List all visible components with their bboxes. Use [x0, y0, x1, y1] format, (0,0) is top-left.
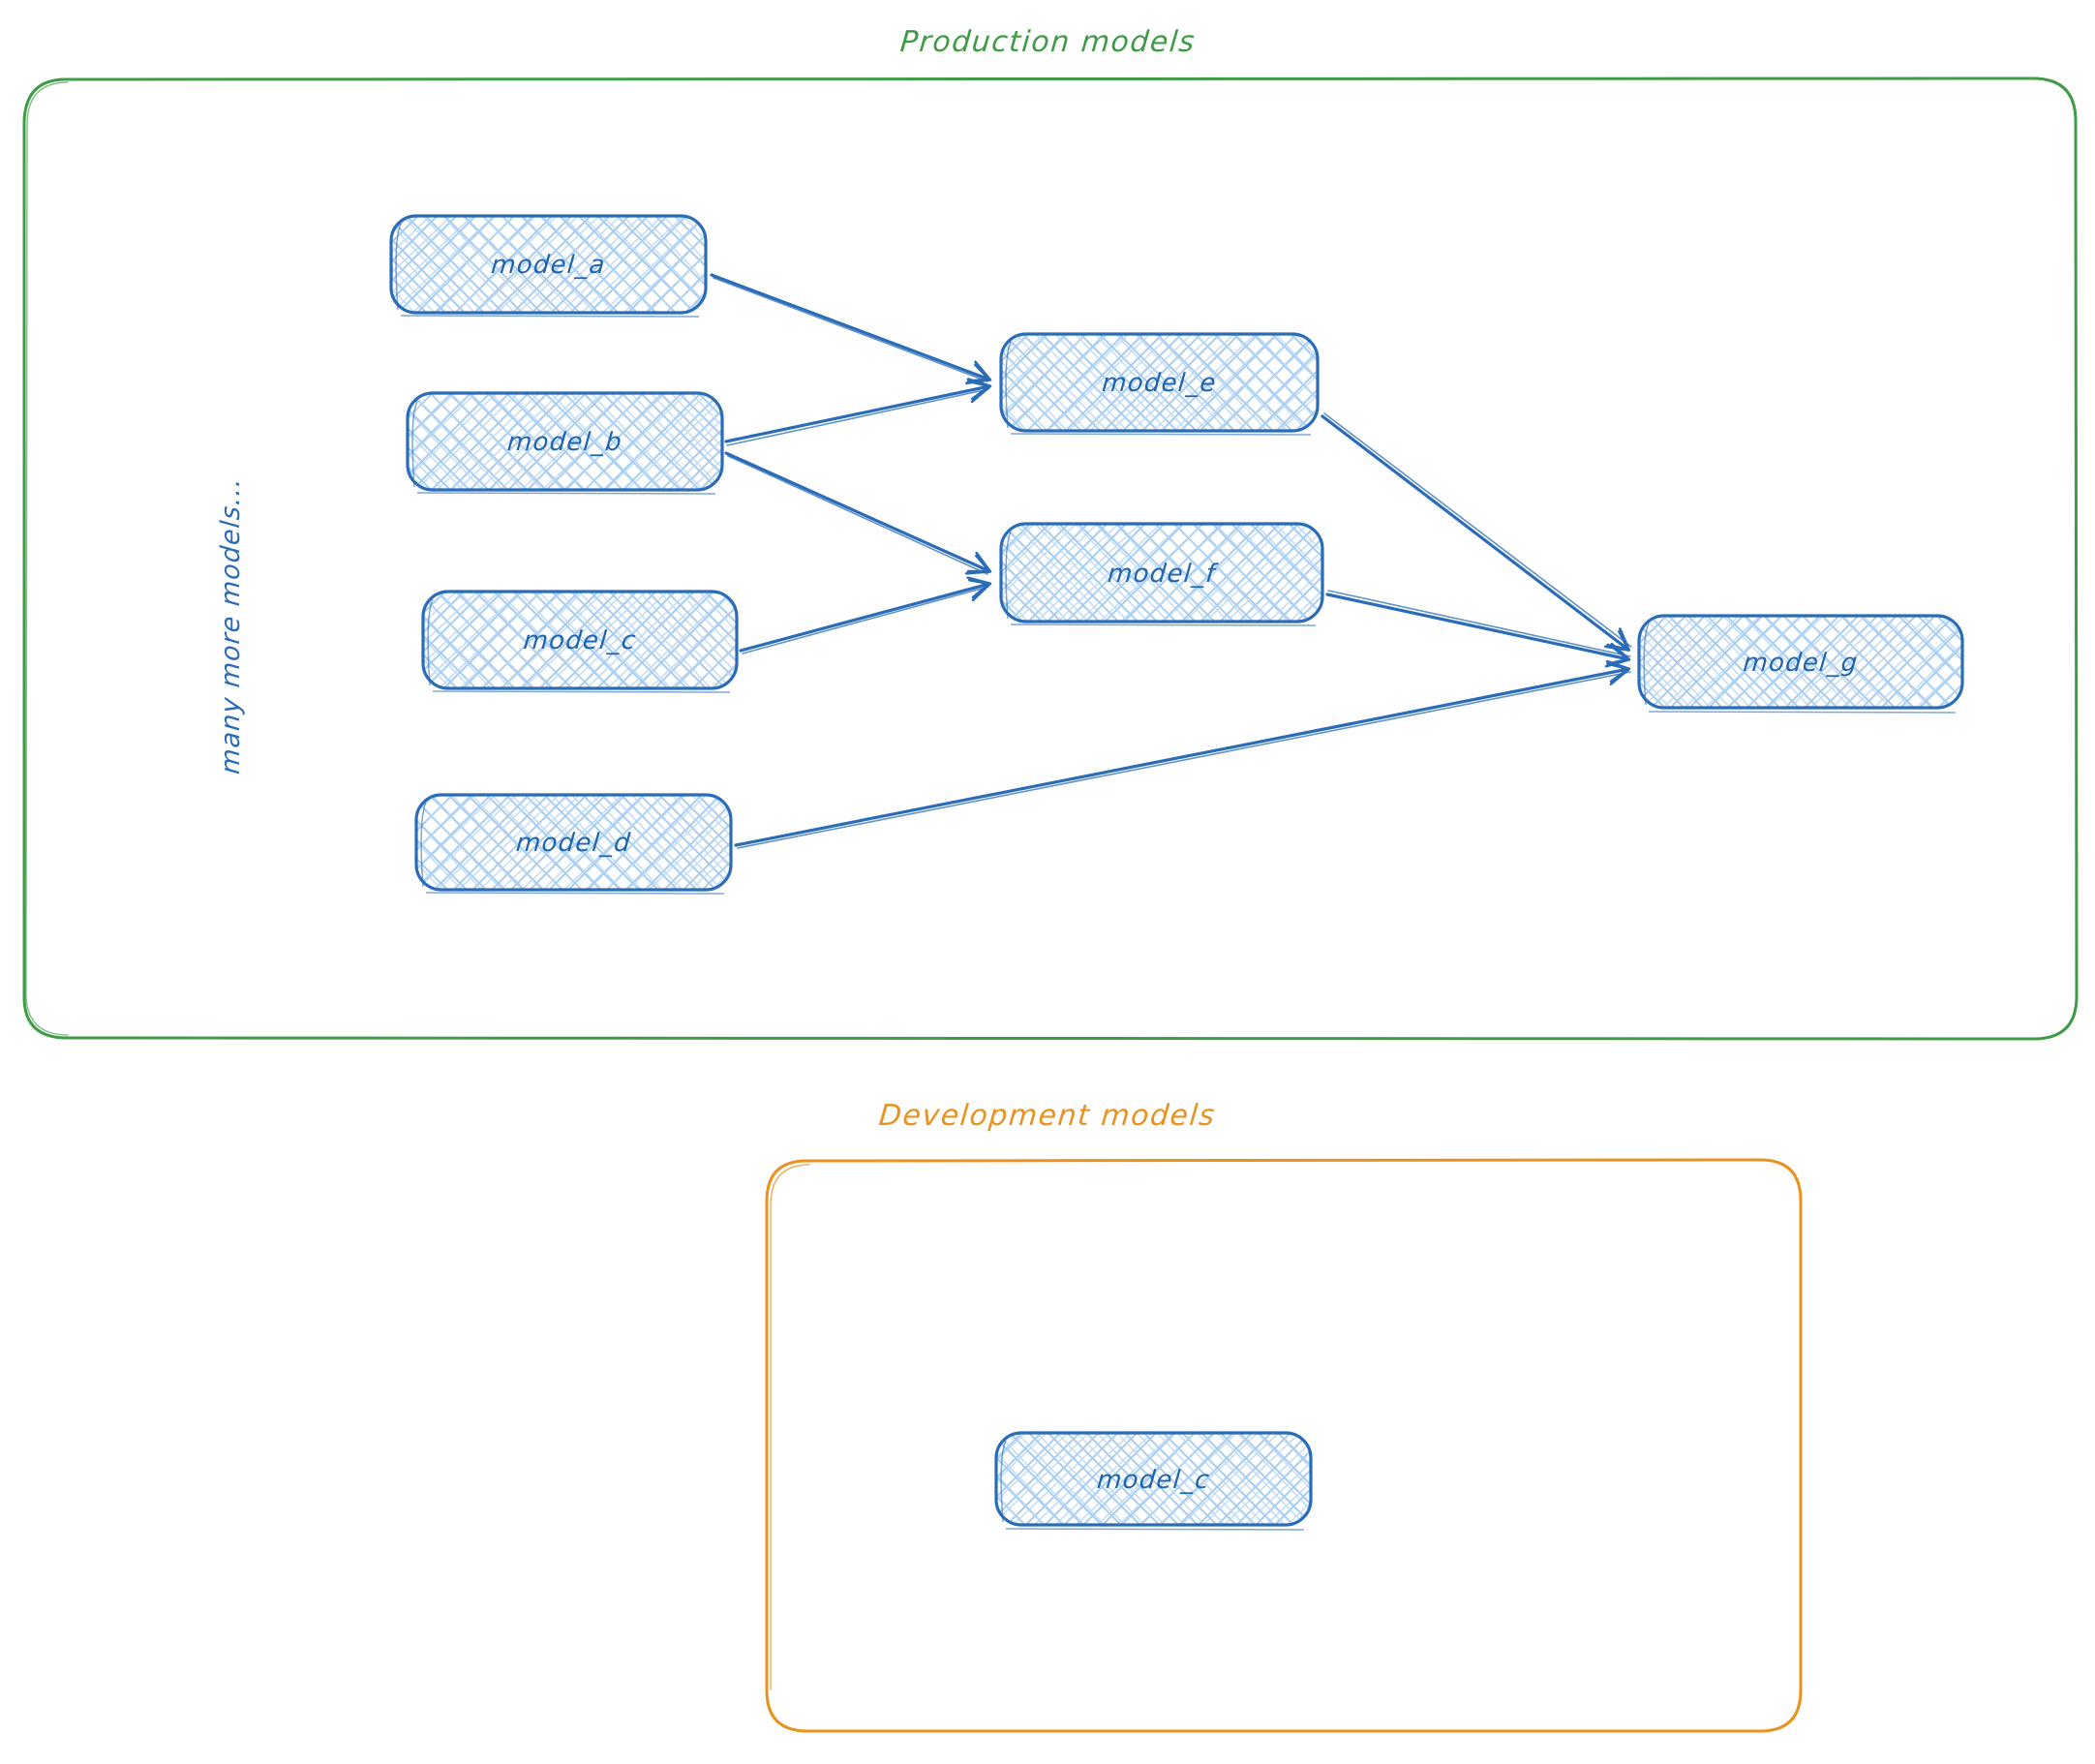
group-development: [765, 1158, 1803, 1733]
edge-model_b-to-model_f: [724, 451, 989, 575]
production-group-label-text: Production models: [898, 25, 1197, 59]
node-model_e[interactable]: [999, 332, 1320, 436]
node-model_b[interactable]: [406, 391, 724, 495]
edge-model_e-to-model_g: [1321, 412, 1632, 650]
many-more-models-annotation: many more models...: [216, 475, 246, 776]
development-group-label: Development models: [0, 1099, 2095, 1133]
node-model_a[interactable]: [389, 214, 708, 318]
edges-layer: [710, 273, 1632, 849]
edge-model_f-to-model_g: [1325, 590, 1631, 659]
edge-model_d-to-model_g: [734, 669, 1631, 849]
group-production: [22, 76, 2079, 1041]
edge-model_a-to-model_e: [710, 273, 989, 381]
production-group-label: Production models: [0, 25, 2095, 59]
node-model_c_dev[interactable]: [994, 1431, 1313, 1531]
node-model_c[interactable]: [421, 590, 739, 693]
node-model_g[interactable]: [1637, 614, 1964, 714]
edge-model_b-to-model_e: [724, 386, 989, 446]
node-model_f[interactable]: [999, 522, 1324, 626]
node-model_d[interactable]: [414, 793, 733, 895]
edge-model_c-to-model_f: [739, 584, 989, 654]
nodes-layer: [389, 214, 1964, 1531]
development-group-label-text: Development models: [877, 1099, 1218, 1133]
